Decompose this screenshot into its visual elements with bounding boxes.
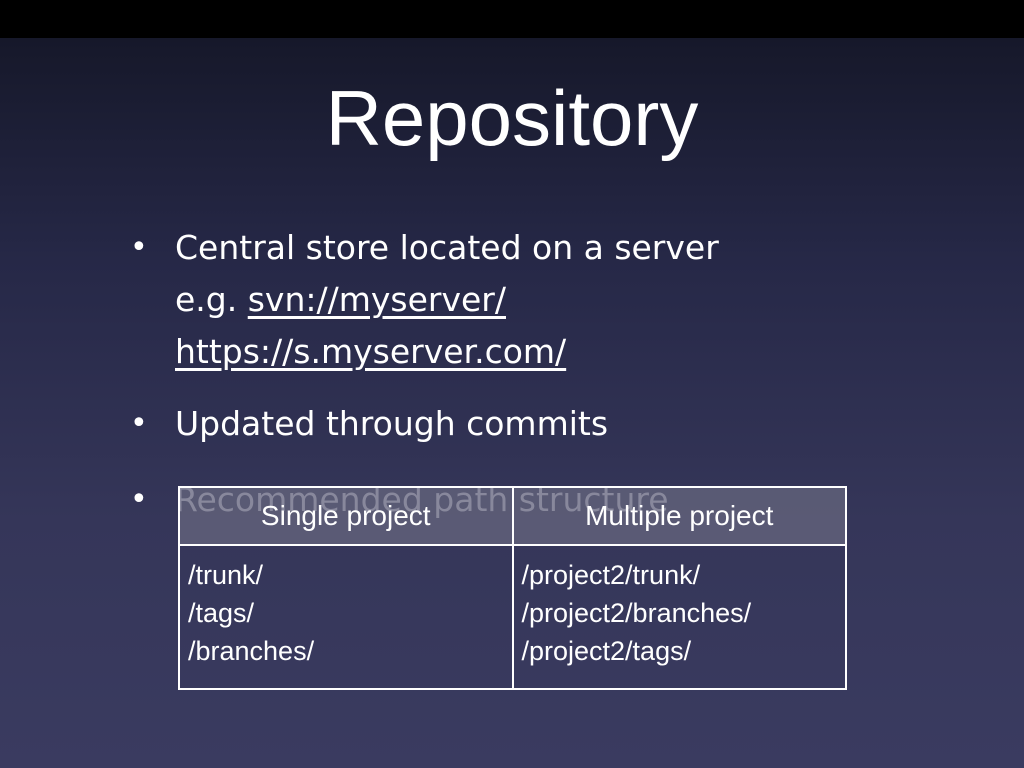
path-item: /project2/tags/ bbox=[521, 636, 692, 666]
header-single-project: Single project bbox=[178, 486, 514, 546]
https-link[interactable]: https://s.myserver.com/ bbox=[175, 332, 567, 371]
single-project-paths: /trunk/ /tags/ /branches/ bbox=[178, 544, 514, 690]
path-item: /project2/branches/ bbox=[521, 598, 752, 628]
header-multiple-project: Multiple project bbox=[511, 486, 847, 546]
bullet-text: Updated through commits bbox=[175, 404, 609, 443]
example-prefix: e.g. bbox=[175, 280, 248, 319]
bullet-text: Central store located on a server e.g. s… bbox=[175, 222, 719, 378]
bullet-line-https: https://s.myserver.com/ bbox=[175, 326, 719, 378]
bullet-dot: • bbox=[130, 230, 148, 265]
multiple-project-paths: /project2/trunk/ /project2/branches/ /pr… bbox=[511, 544, 847, 690]
path-item: /branches/ bbox=[188, 636, 315, 666]
path-structure-table: Single project Multiple project /trunk/ … bbox=[178, 486, 847, 690]
bullet-dot: • bbox=[130, 482, 148, 517]
bullet-line: Central store located on a server bbox=[175, 228, 719, 267]
bullet-line-example: e.g. svn://myserver/ bbox=[175, 274, 719, 326]
table-row: /trunk/ /tags/ /branches/ /project2/trun… bbox=[178, 544, 847, 690]
slide-title: Repository bbox=[325, 74, 699, 162]
path-item: /tags/ bbox=[188, 598, 255, 628]
path-item: /trunk/ bbox=[188, 560, 264, 590]
bullet-dot: • bbox=[130, 406, 148, 441]
path-item: /project2/trunk/ bbox=[521, 560, 701, 590]
table-header-row: Single project Multiple project bbox=[178, 486, 847, 546]
svn-link[interactable]: svn://myserver/ bbox=[247, 280, 506, 319]
